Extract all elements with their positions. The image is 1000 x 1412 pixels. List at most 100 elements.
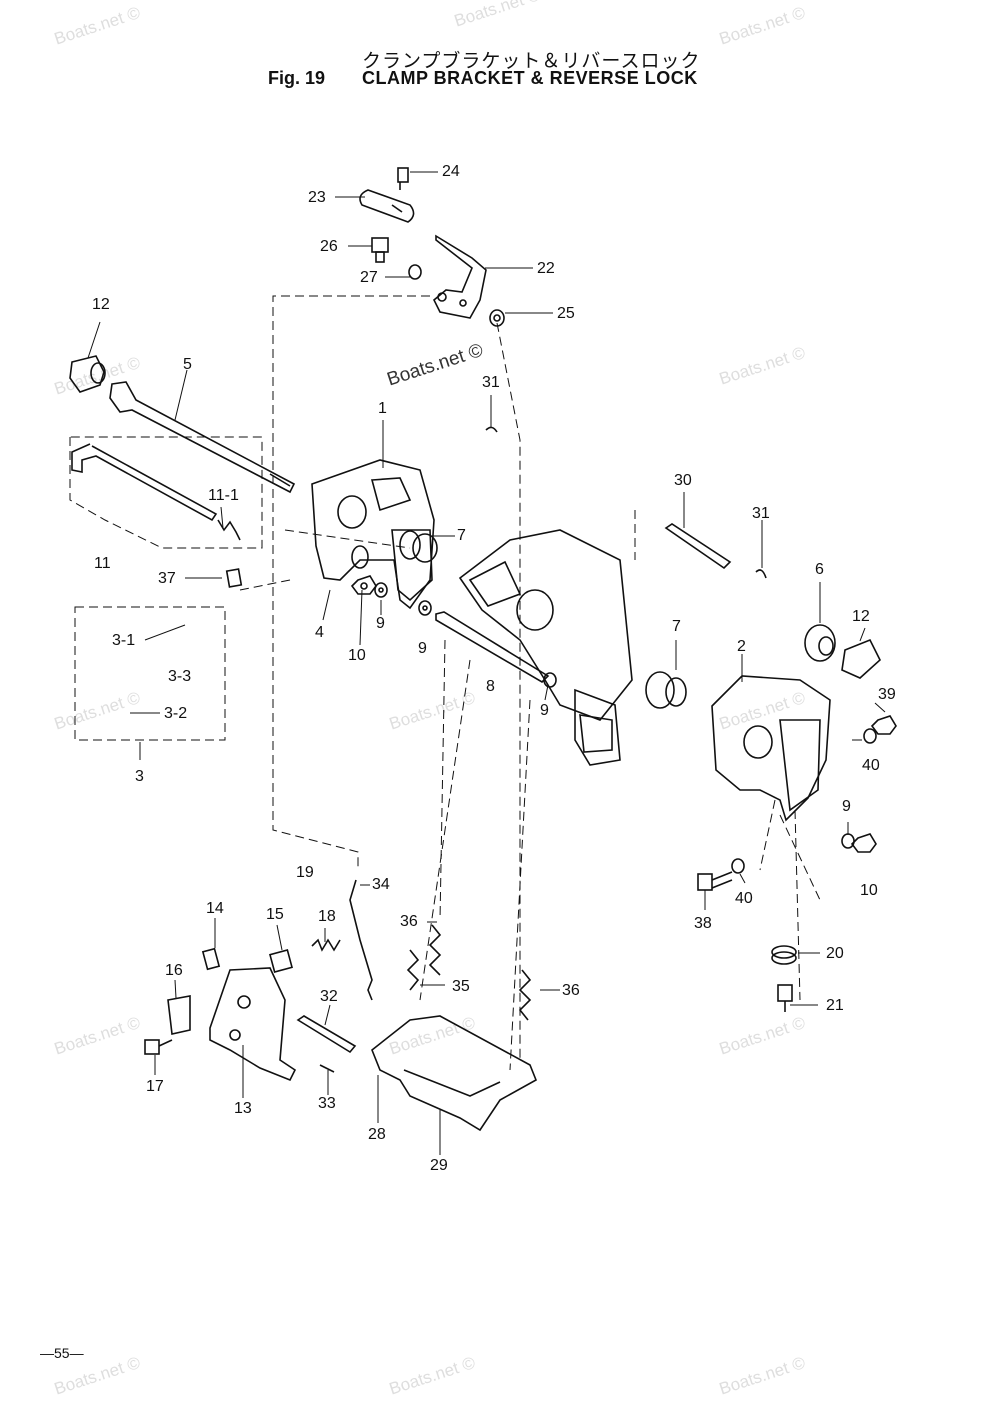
part-26-bolt <box>371 237 389 263</box>
part-35-spring <box>406 949 420 991</box>
part-16-plate <box>167 995 191 1035</box>
part-10-nut <box>350 575 377 595</box>
part-7-bushing <box>645 671 687 709</box>
callout-1: 1 <box>378 400 387 417</box>
part-37-plate <box>225 568 243 588</box>
title-japanese: クランプブラケット＆リバースロック <box>362 50 701 72</box>
callout-26: 26 <box>320 238 338 255</box>
callout-36: 36 <box>562 982 580 999</box>
callout-20: 20 <box>826 945 844 962</box>
part-12-knob <box>69 355 106 393</box>
callout-19: 19 <box>296 864 314 881</box>
part-40-washer <box>731 858 745 874</box>
part-5-shaft <box>109 381 296 494</box>
callout-31: 31 <box>752 505 770 522</box>
part-1-clamp-bracket <box>311 459 435 610</box>
part-11-rod <box>71 443 218 522</box>
part-9-washer <box>841 833 855 849</box>
callout-22: 22 <box>537 260 555 277</box>
callout-10: 10 <box>348 647 366 664</box>
swivel-bracket <box>458 529 633 766</box>
callout-31: 31 <box>482 374 500 391</box>
part-31-clip <box>755 569 767 579</box>
part-21-bolt <box>777 984 793 1012</box>
part-6-bushing <box>804 624 836 662</box>
callout-25: 25 <box>557 305 575 322</box>
callout-34: 34 <box>372 876 390 893</box>
callout-17: 17 <box>146 1078 164 1095</box>
part-9-washer <box>418 600 432 616</box>
part-25-washer <box>489 309 505 327</box>
callout-29: 29 <box>430 1157 448 1174</box>
callout-18: 18 <box>318 908 336 925</box>
part-28-reverse-lock <box>371 1015 538 1132</box>
callout-36: 36 <box>400 913 418 930</box>
part-17-bolt <box>144 1039 173 1055</box>
callout-12: 12 <box>92 296 110 313</box>
callout-16: 16 <box>165 962 183 979</box>
part-23-grip <box>359 189 415 223</box>
part-12-knob <box>841 638 881 679</box>
callout-30: 30 <box>674 472 692 489</box>
callout-3-1: 3-1 <box>112 632 136 649</box>
callout-21: 21 <box>826 997 844 1014</box>
callout-9: 9 <box>540 702 549 719</box>
callout-23: 23 <box>308 189 326 206</box>
callout-9: 9 <box>418 640 427 657</box>
callout-15: 15 <box>266 906 284 923</box>
part-33-pin <box>319 1064 335 1073</box>
callout-13: 13 <box>234 1100 252 1117</box>
callout-40: 40 <box>862 757 880 774</box>
part-11-1-spring <box>217 519 241 541</box>
callout-4: 4 <box>315 624 324 641</box>
callout-7: 7 <box>457 527 466 544</box>
callout-14: 14 <box>206 900 224 917</box>
callout-38: 38 <box>694 915 712 932</box>
part-30-shaft <box>664 523 732 570</box>
callout-3-2: 3-2 <box>164 705 188 722</box>
callout-11-1: 11-1 <box>208 487 239 504</box>
callout-35: 35 <box>452 978 470 995</box>
callout-2: 2 <box>737 638 746 655</box>
callout-5: 5 <box>183 356 192 373</box>
part-18-spring <box>311 938 341 952</box>
part-24-screw <box>397 167 409 190</box>
callout-9: 9 <box>376 615 385 632</box>
part-20-pad <box>771 945 797 965</box>
callout-24: 24 <box>442 163 460 180</box>
part-15-collar <box>268 948 294 974</box>
callout-3-3: 3-3 <box>168 668 192 685</box>
callout-37: 37 <box>158 570 176 587</box>
page-number: —55— <box>40 1345 84 1361</box>
part-39-nut <box>870 715 897 735</box>
figure-title: CLAMP BRACKET & REVERSE LOCK <box>362 68 698 88</box>
part-10-nut <box>850 833 877 853</box>
part-14-pin <box>201 947 221 971</box>
part-27-washer <box>408 264 422 280</box>
part-8-bolt <box>435 611 550 684</box>
part-32-shaft <box>296 1015 357 1054</box>
assembly-dash-lines <box>69 295 821 1071</box>
part-31-clip <box>485 426 498 433</box>
callout-32: 32 <box>320 988 338 1005</box>
callout-27: 27 <box>360 269 378 286</box>
part-40-washer <box>863 728 877 744</box>
callout-10: 10 <box>860 882 878 899</box>
callout-12: 12 <box>852 608 870 625</box>
callout-6: 6 <box>815 561 824 578</box>
callout-28: 28 <box>368 1126 386 1143</box>
callout-7: 7 <box>672 618 681 635</box>
part-7-bushing <box>399 530 438 563</box>
part-22-lever <box>433 234 487 319</box>
part-38-bolt <box>697 871 733 891</box>
part-13-lever-bracket <box>209 967 297 1082</box>
callout-39: 39 <box>878 686 896 703</box>
part-9-washer <box>374 582 388 598</box>
callout-9: 9 <box>842 798 851 815</box>
part-36-spring <box>518 969 532 1021</box>
part-34-link <box>349 879 373 1001</box>
callout-8: 8 <box>486 678 495 695</box>
part-4-bushing <box>351 545 369 569</box>
callout-3: 3 <box>135 768 144 785</box>
